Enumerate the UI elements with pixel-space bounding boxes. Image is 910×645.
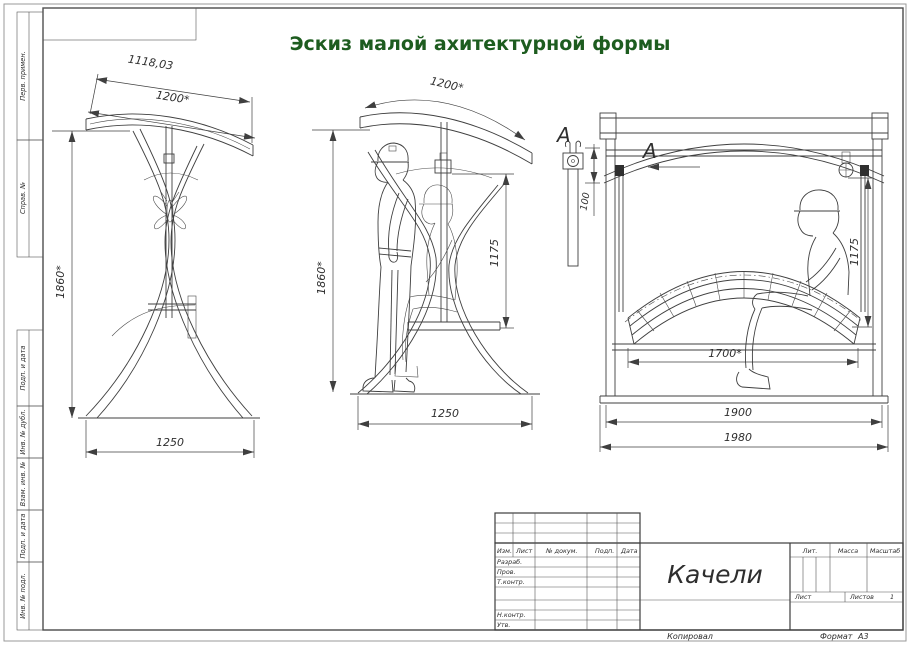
row-utv: Утв. xyxy=(497,621,510,629)
margin-label-sprav-no: Справ. № xyxy=(19,182,27,214)
row-tkontr: Т.контр. xyxy=(497,578,525,586)
dim-hanger-length: 100 xyxy=(579,192,593,212)
left-view-dimensions: 1118,03 1200* 1860* 1250 xyxy=(52,53,256,458)
dim-right-bench: 1700* xyxy=(708,347,742,360)
margin-label-vzam-inv: Взам. инв. № xyxy=(19,461,27,506)
row-prov: Пров. xyxy=(497,568,516,576)
margin-label-perv-primen: Перв. примен. xyxy=(19,51,27,101)
section-a-label: А xyxy=(641,139,657,163)
dim-middle-height: 1860* xyxy=(315,261,328,295)
butterfly-ornament xyxy=(152,191,188,230)
col-izm: Изм. xyxy=(497,547,512,555)
margin-label-inv-podl: Инв. № подл. xyxy=(19,573,27,619)
detail-a-label: А xyxy=(555,123,571,147)
col-doc: № докум. xyxy=(545,547,578,555)
dim-left-chord: 1118,03 xyxy=(127,53,174,73)
right-view-drawing: А xyxy=(599,112,889,452)
detail-a-dimension: 100 xyxy=(579,144,600,216)
right-view-dimensions: 1175 1700* 1900 1980 xyxy=(599,177,889,452)
dim-middle-base: 1250 xyxy=(431,407,459,420)
dim-right-posts: 1900 xyxy=(724,406,752,419)
lit-header: Лит. xyxy=(802,547,818,555)
dim-left-height: 1860* xyxy=(54,265,67,299)
title-block: Изм. Лист № докум. Подп. Дата Разраб. Пр… xyxy=(494,512,904,631)
seated-person-side xyxy=(394,184,458,378)
massa-header: Масса xyxy=(838,547,858,555)
bench-arc xyxy=(624,271,864,345)
row-nkontr: Н.контр. xyxy=(497,611,526,619)
dim-left-base: 1250 xyxy=(156,436,184,449)
right-hanger-clamp xyxy=(860,165,869,176)
list-label: Лист xyxy=(794,593,811,601)
middle-view-dimensions: 1200* 1860* 1175 1250 xyxy=(312,74,533,430)
listov-label: Листов xyxy=(849,593,874,601)
left-view-drawing: 1118,03 1200* 1860* 1250 xyxy=(52,53,260,458)
left-hanger-clamp xyxy=(615,165,624,176)
document-name: Качели xyxy=(667,560,762,589)
margin-label-inv-dubl: Инв. № дубл. xyxy=(19,409,27,454)
masshtab-header: Масштаб xyxy=(870,547,900,555)
col-data: Дата xyxy=(620,547,638,555)
middle-view-drawing: 1200* 1860* 1175 1250 xyxy=(312,74,540,430)
dim-right-base: 1980 xyxy=(724,431,752,444)
detail-a-view: А 100 xyxy=(555,123,600,267)
seated-person-front xyxy=(736,189,850,390)
margin-label-podp-data-2: Подп. и дата xyxy=(19,514,27,559)
listov-value: 1 xyxy=(890,593,894,601)
sheet-frame xyxy=(3,3,907,642)
dim-right-hang: 1175 xyxy=(848,238,861,266)
copied-label: Копировал xyxy=(667,632,713,641)
row-razrab: Разраб. xyxy=(497,558,522,566)
page-title: Эскиз малой ахитектурной формы xyxy=(290,33,671,55)
bottom-strip: Копировал Формат А3 xyxy=(667,632,868,641)
col-podp: Подп. xyxy=(595,547,614,555)
dim-left-roof: 1200* xyxy=(155,89,191,107)
dim-middle-hang: 1175 xyxy=(488,239,501,267)
margin-stamp-column: Перв. примен. Справ. № Подп. и дата Инв.… xyxy=(16,11,44,631)
col-list: Лист xyxy=(515,547,532,555)
dim-middle-roof: 1200* xyxy=(429,74,465,94)
standing-person xyxy=(362,142,417,393)
format-label: Формат xyxy=(820,632,853,641)
format-value: А3 xyxy=(857,632,869,641)
margin-label-podp-data-1: Подп. и дата xyxy=(19,346,27,391)
